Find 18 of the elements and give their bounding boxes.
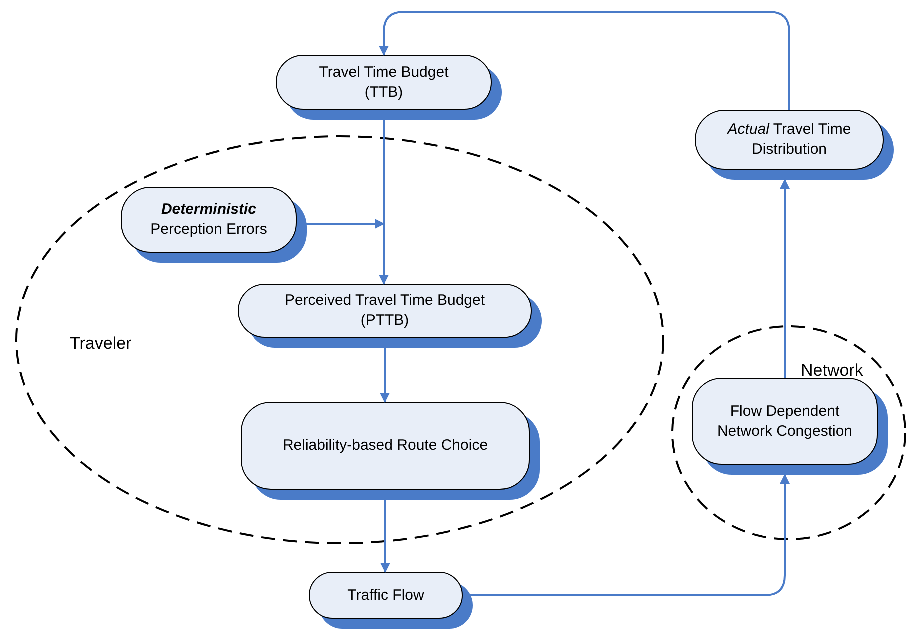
box-label: Traffic Flow [348,586,424,606]
rounded-box [276,55,502,120]
rounded-box [695,110,894,180]
box-label: Flow Dependent Network Congestion [716,402,854,442]
group-label: Traveler [70,333,132,355]
rounded-box [121,187,307,263]
box-label: Travel Time Budget (TTB) [318,62,450,102]
rounded-box [692,378,888,475]
box-label: Deterministic Perception Errors [150,200,268,240]
group-label: Network [801,360,864,382]
arrow [780,179,790,378]
box-label: Reliability-based Route Choice [282,436,488,456]
rounded-box [241,402,540,500]
rounded-box [238,284,542,348]
arrow [379,11,790,110]
rounded-box [309,572,473,629]
box-label: Actual Travel Time Distribution [726,120,852,160]
box-label: Perceived Travel Time Budget (PTTB) [284,291,486,331]
